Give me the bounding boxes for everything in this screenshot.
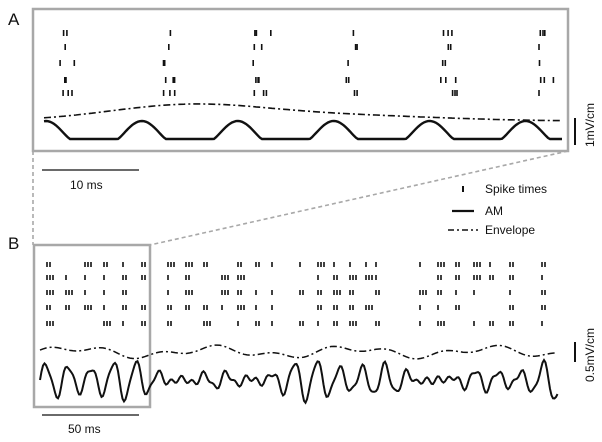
panel-a-am-trace [43,119,562,141]
panel-a-time-label: 10 ms [70,178,103,192]
legend-label-envelope: Envelope [485,223,535,237]
panel-a-frame [31,7,570,153]
panel-a-label: A [8,10,20,29]
legend-label-am: AM [485,204,503,218]
panel-b-zoom-box [32,243,152,409]
panel-b-am-trace [39,358,559,405]
panel-a-envelope-trace [43,103,560,122]
legend: Spike times AM Envelope [448,182,547,237]
panel-b-label: B [8,234,19,253]
panel-b-envelope-trace [39,344,557,360]
panel-b-spike-raster [46,262,546,326]
panel-b-time-label: 50 ms [68,422,101,436]
panel-b-voltage-label: 0.5mV/cm [583,328,597,382]
panel-a-spike-raster [59,30,555,96]
panel-a-voltage-label: 1mV/cm [583,103,597,147]
zoom-connector-right [149,150,569,246]
legend-label-spikes: Spike times [485,182,547,196]
